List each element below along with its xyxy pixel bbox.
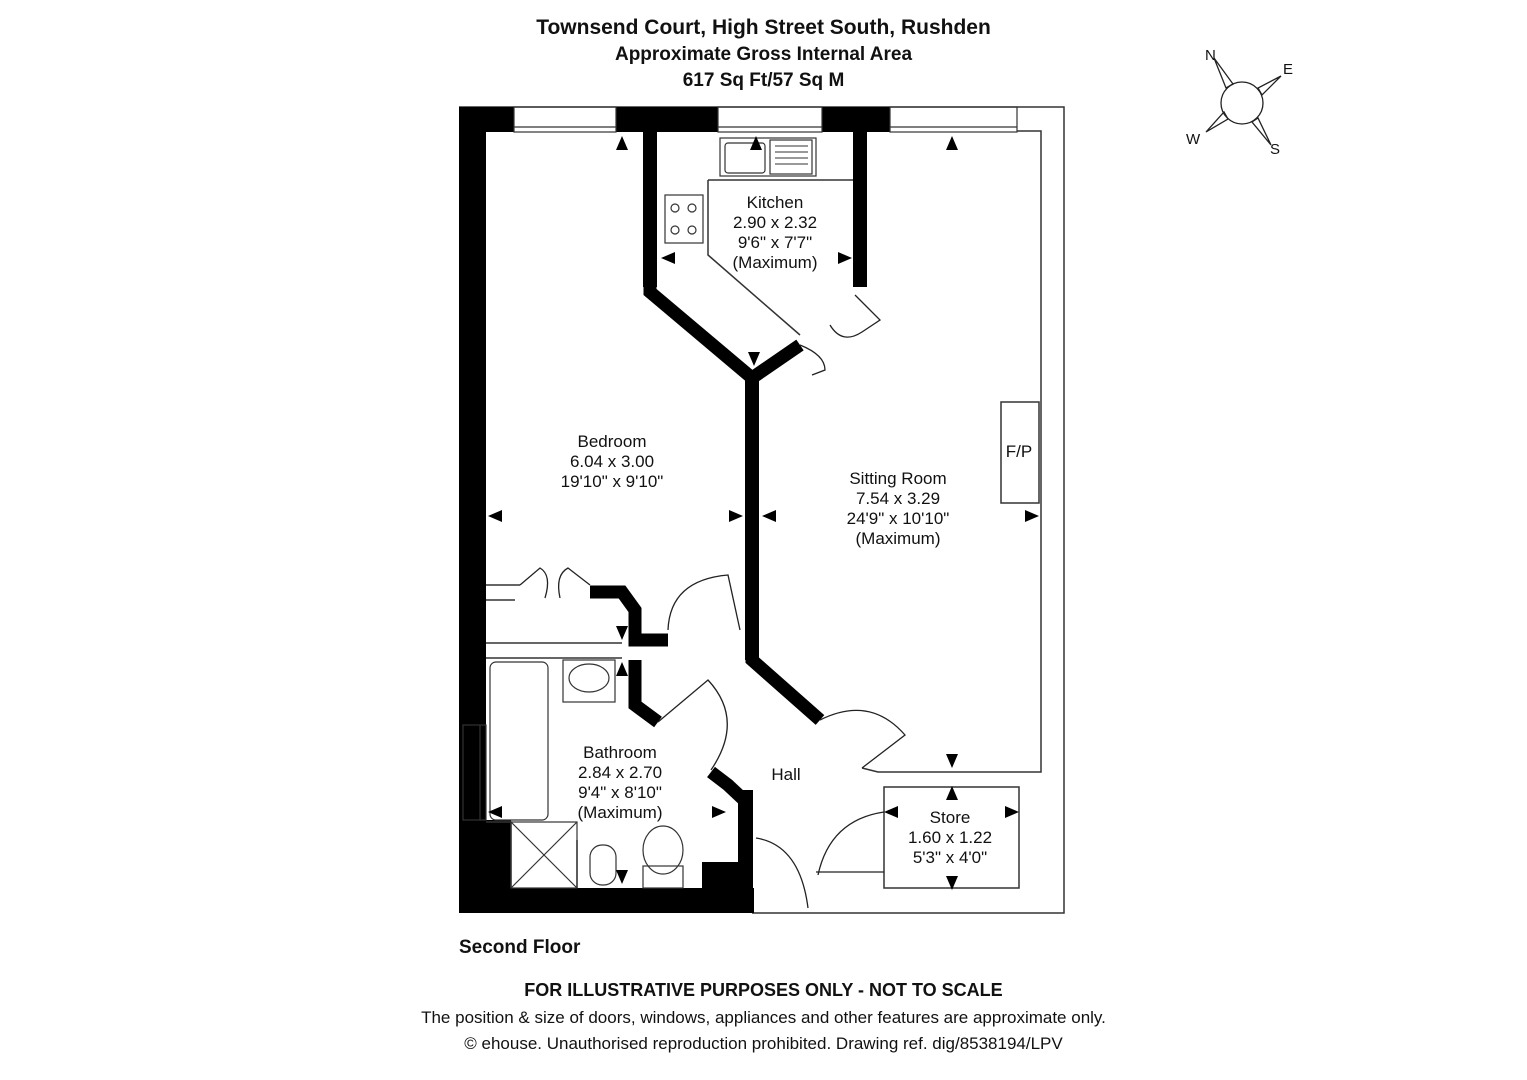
hall-label: Hall	[771, 765, 801, 784]
fixtures	[489, 137, 817, 889]
dimension-arrows	[488, 136, 1039, 890]
store-label: Store 1.60 x 1.22 5'3" x 4'0"	[890, 808, 1010, 868]
kitchen-imperial: 9'6" x 7'7"	[737, 233, 813, 252]
compass-w: W	[1186, 131, 1201, 148]
floor-label: Second Floor	[459, 937, 581, 958]
bedroom-metric: 6.04 x 3.00	[569, 452, 655, 471]
store-metric: 1.60 x 1.22	[907, 828, 993, 847]
bathroom-metric: 2.84 x 2.70	[577, 763, 663, 782]
bathroom-imperial: 9'4" x 8'10"	[578, 783, 662, 802]
sitting-room-name: Sitting Room	[849, 469, 947, 488]
plan-title: Townsend Court, High Street South, Rushd…	[536, 16, 991, 39]
disclaimer: FOR ILLUSTRATIVE PURPOSES ONLY - NOT TO …	[524, 980, 1003, 1000]
bedroom-label: Bedroom 6.04 x 3.00 19'10" x 9'10"	[537, 432, 687, 492]
kitchen-label: Kitchen 2.90 x 2.32 9'6" x 7'7" (Maximum…	[700, 193, 850, 273]
sitting-room-label: Sitting Room 7.54 x 3.29 24'9" x 10'10" …	[808, 469, 988, 549]
copyright-note: © ehouse. Unauthorised reproduction proh…	[464, 1034, 1063, 1053]
area-value: 617 Sq Ft/57 Sq M	[682, 70, 845, 91]
sitting-room-inner-wall	[861, 130, 1042, 773]
thick-walls	[459, 107, 890, 913]
compass-s: S	[1270, 141, 1281, 158]
bedroom-name: Bedroom	[577, 432, 647, 451]
kitchen-name: Kitchen	[746, 193, 804, 212]
store-imperial: 5'3" x 4'0"	[912, 848, 988, 867]
kitchen-note: (Maximum)	[732, 253, 818, 272]
bathroom-note: (Maximum)	[577, 803, 663, 822]
kitchen-metric: 2.90 x 2.32	[732, 213, 818, 232]
windows	[462, 106, 1018, 821]
sitting-room-imperial: 24'9" x 10'10"	[846, 509, 950, 528]
bathroom-label: Bathroom 2.84 x 2.70 9'4" x 8'10" (Maxim…	[545, 743, 695, 823]
bedroom-imperial: 19'10" x 9'10"	[560, 472, 664, 491]
sitting-room-metric: 7.54 x 3.29	[855, 489, 941, 508]
compass-n: N	[1205, 47, 1216, 64]
store-name: Store	[929, 808, 971, 827]
bathroom-name: Bathroom	[583, 743, 657, 762]
compass-icon	[1205, 57, 1282, 146]
fireplace-label: F/P	[1005, 442, 1033, 461]
area-label: Approximate Gross Internal Area	[614, 44, 913, 65]
position-note: The position & size of doors, windows, a…	[421, 1008, 1106, 1027]
sitting-room-note: (Maximum)	[855, 529, 941, 548]
doors	[519, 294, 906, 909]
compass-e: E	[1283, 61, 1294, 78]
